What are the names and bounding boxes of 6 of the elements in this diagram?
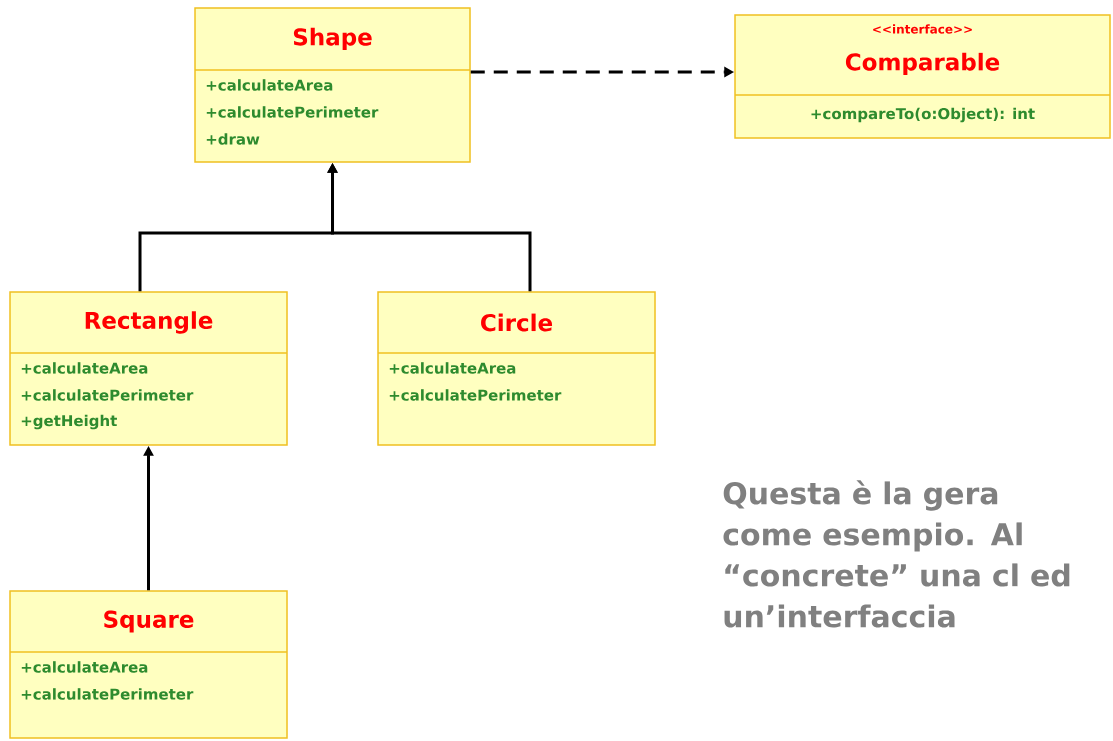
class-box: Shape +calculateArea +calculatePerimeter +draw	[194, 7, 471, 163]
class-box: Square +calculateArea +calculatePerimeter	[9, 590, 288, 739]
note-text: Questa è la gera come esempio. Al “concrete” una cl ed un’interfaccia	[723, 480, 1070, 628]
class-box: Rectangle +calculateArea +calculatePerimeter +getHeight	[9, 291, 288, 446]
class-box: Circle +calculateArea +calculatePerimeter	[377, 291, 656, 446]
class-box: <<interface>> Comparable +compareTo(o:Object): int	[734, 14, 1111, 139]
